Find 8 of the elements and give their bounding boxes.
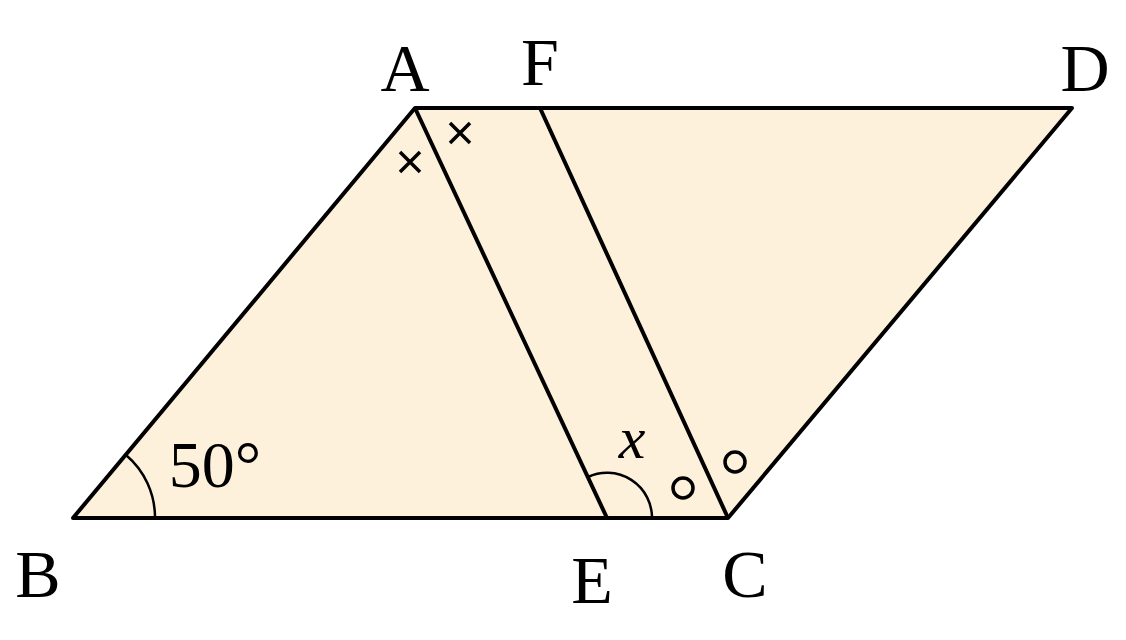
point-label: E <box>571 546 613 614</box>
angle-label: 50° <box>168 432 262 498</box>
point-label: C <box>722 540 768 608</box>
point-label: F <box>521 28 559 96</box>
point-label: D <box>1060 34 1110 102</box>
point-label: A <box>380 34 430 102</box>
point-label: B <box>15 540 61 608</box>
angle-label: x <box>618 408 646 468</box>
